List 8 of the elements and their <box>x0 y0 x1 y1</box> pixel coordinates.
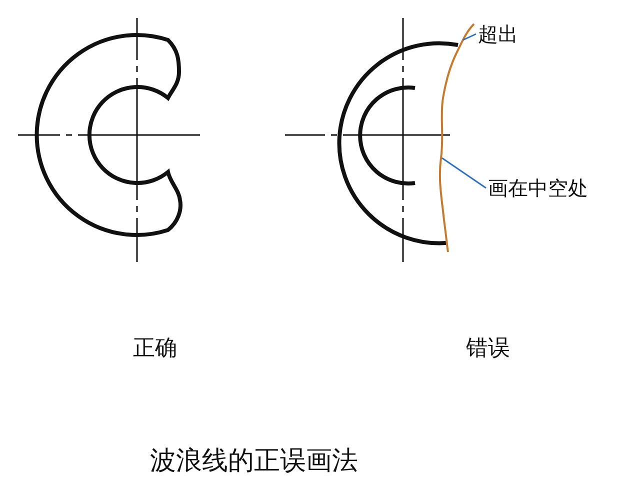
leader-line <box>442 157 486 189</box>
wavy-break-line <box>438 23 475 252</box>
leader-line <box>462 33 476 41</box>
drawing-label: 正确 <box>133 336 177 362</box>
callout-label: 画在中空处 <box>488 176 588 200</box>
callout-label: 超出 <box>478 22 518 46</box>
caption: 波浪线的正误画法 <box>150 446 358 478</box>
drawing-label: 错误 <box>466 336 510 362</box>
